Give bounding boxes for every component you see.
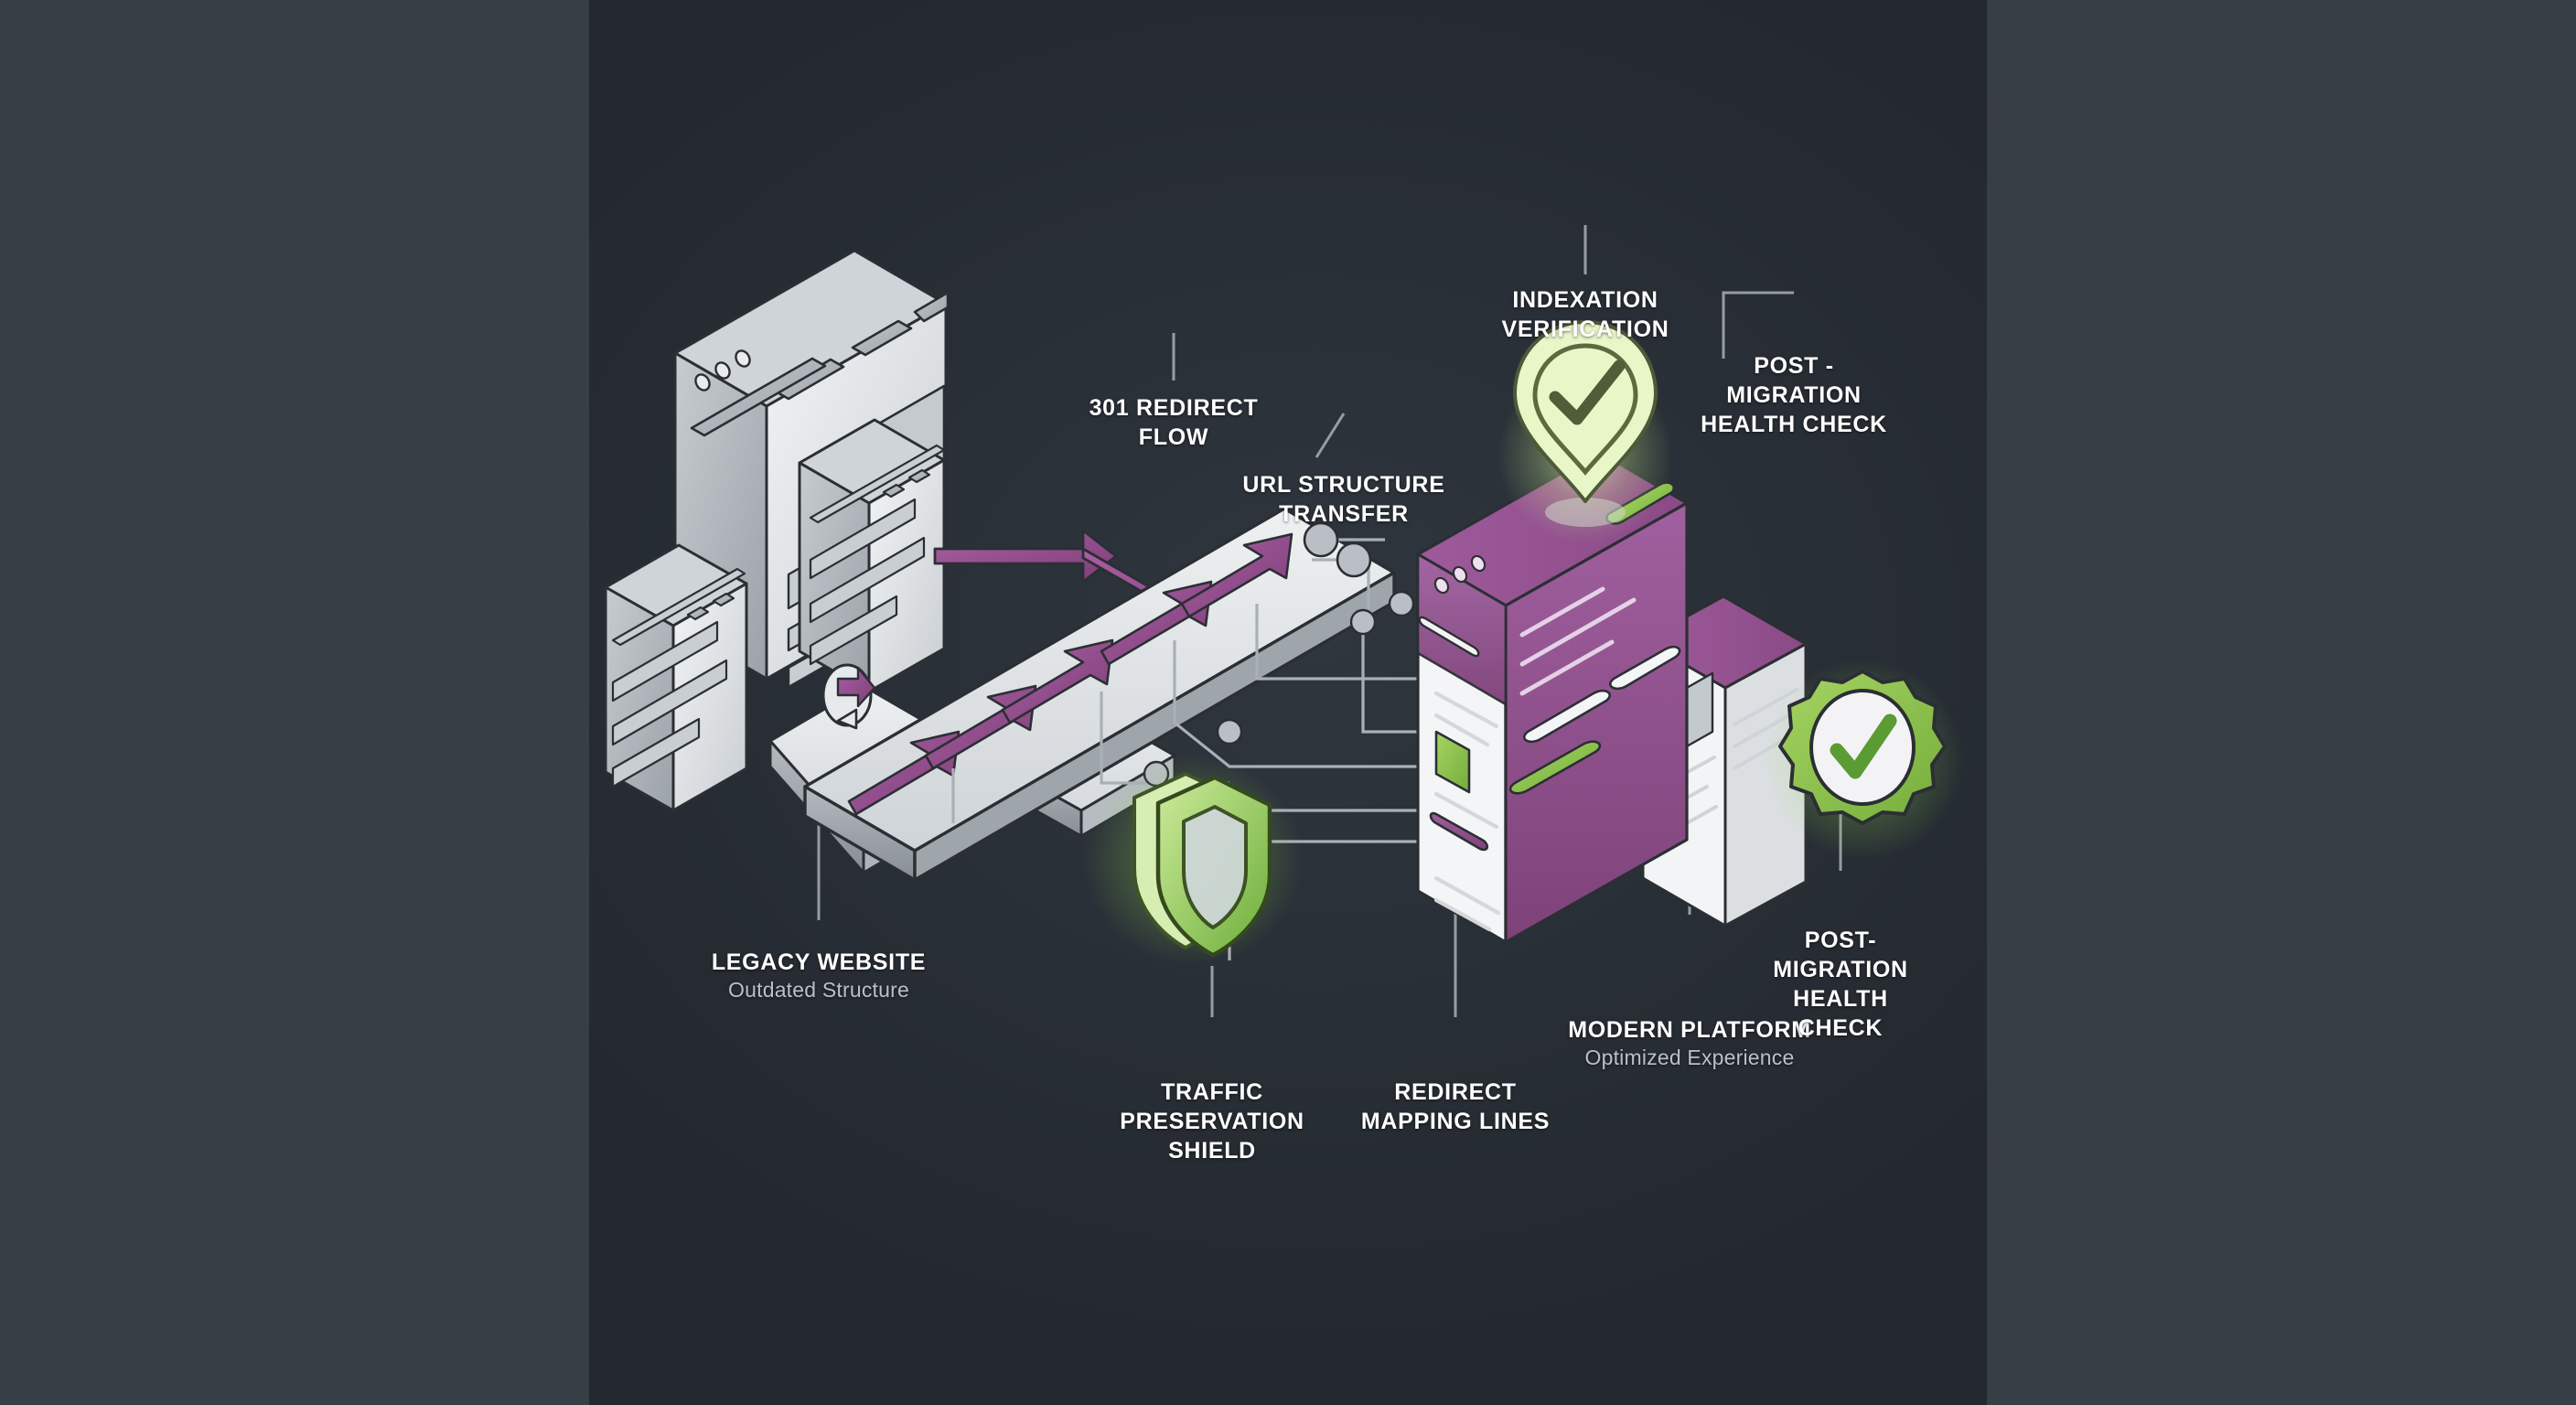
label-title: TRAFFIC PRESERVATION SHIELD xyxy=(1120,1079,1304,1164)
label-redirect-mapping-lines: REDIRECT MAPPING LINES xyxy=(1361,1048,1550,1136)
label-title: URL STRUCTURE TRANSFER xyxy=(1242,472,1445,527)
label-title: POST-MIGRATION HEALTH CHECK xyxy=(1773,928,1908,1041)
letterbox-right xyxy=(1987,0,2576,1405)
label-modern-platform: MODERN PLATFORM Optimized Experience xyxy=(1568,986,1811,1100)
label-title: MODERN PLATFORM xyxy=(1568,1017,1811,1043)
window-traffic-dots xyxy=(1433,554,1487,595)
label-title: REDIRECT MAPPING LINES xyxy=(1360,1079,1551,1134)
indexation-pin-icon[interactable] xyxy=(1497,320,1673,543)
letterbox-left xyxy=(0,0,589,1405)
label-redirect-flow: 301 REDIRECT FLOW xyxy=(1089,364,1259,452)
refresh-loop-icon xyxy=(821,663,876,730)
redirect-flow-path xyxy=(942,468,1046,527)
legacy-browser-window[interactable] xyxy=(798,418,946,693)
conveyor-arrows xyxy=(847,532,1293,816)
label-url-structure-transfer: URL STRUCTURE TRANSFER xyxy=(1242,441,1444,529)
label-title: LEGACY WEBSITE xyxy=(711,949,927,975)
label-title: 301 REDIRECT FLOW xyxy=(1089,395,1259,450)
label-title: POST - MIGRATION HEALTH CHECK xyxy=(1701,353,1887,437)
label-traffic-preservation-shield: TRAFFIC PRESERVATION SHIELD xyxy=(1120,1048,1304,1165)
diagram-canvas: INDEXATION VERIFICATION POST - MIGRATION… xyxy=(589,0,1987,1405)
label-indexation-verification: INDEXATION VERIFICATION xyxy=(1502,256,1669,344)
label-post-migration-health-check-top: POST - MIGRATION HEALTH CHECK xyxy=(1698,322,1891,439)
verified-badge-icon[interactable] xyxy=(1762,659,1963,860)
shield-icon[interactable] xyxy=(1083,755,1303,965)
label-legacy-website: LEGACY WEBSITE Outdated Structure xyxy=(712,918,926,1033)
legacy-browser-window[interactable] xyxy=(604,543,748,812)
label-subtitle: Optimized Experience xyxy=(1584,1046,1795,1069)
label-post-migration-health-check-bottom: POST-MIGRATION HEALTH CHECK xyxy=(1767,896,1914,1043)
label-title: INDEXATION VERIFICATION xyxy=(1501,287,1669,342)
label-subtitle: Outdated Structure xyxy=(728,978,909,1002)
isometric-scene xyxy=(589,0,1987,1405)
window-traffic-dots xyxy=(694,349,751,391)
